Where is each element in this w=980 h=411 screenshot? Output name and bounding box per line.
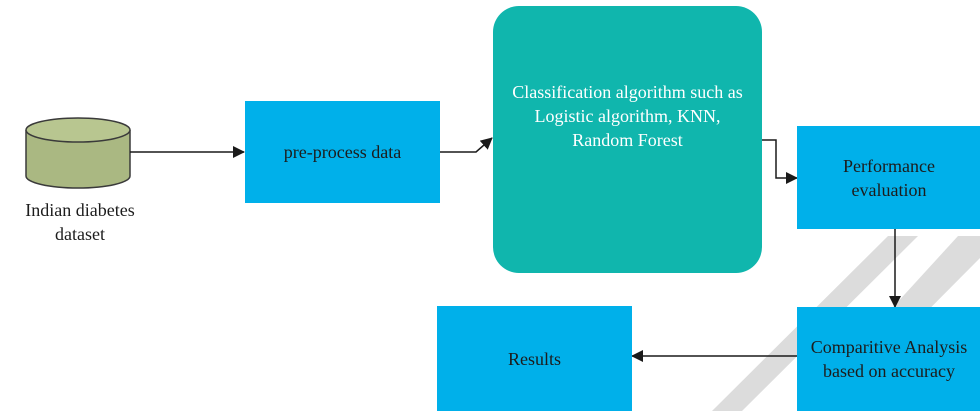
comparative-label: Comparitive Analysis based on accuracy <box>810 337 968 381</box>
dataset-label: Indian diabetes dataset <box>25 200 135 244</box>
classification-box: Classification algorithm such as Logisti… <box>493 6 762 273</box>
preprocess-box: pre-process data <box>245 101 440 203</box>
results-label: Results <box>507 348 561 369</box>
arrow-classification-to-performance <box>762 139 798 184</box>
performance-box: Performance evaluation <box>797 126 980 229</box>
arrow-preprocess-to-classification <box>440 137 493 153</box>
performance-label: Performance evaluation <box>843 155 935 200</box>
results-box: Results <box>437 306 632 411</box>
comparative-box: Comparitive Analysis based on accuracy <box>797 307 980 411</box>
classification-label: Classification algorithm such as Logisti… <box>512 81 743 150</box>
preprocess-label: pre-process data <box>283 142 402 162</box>
database-icon <box>25 117 131 189</box>
